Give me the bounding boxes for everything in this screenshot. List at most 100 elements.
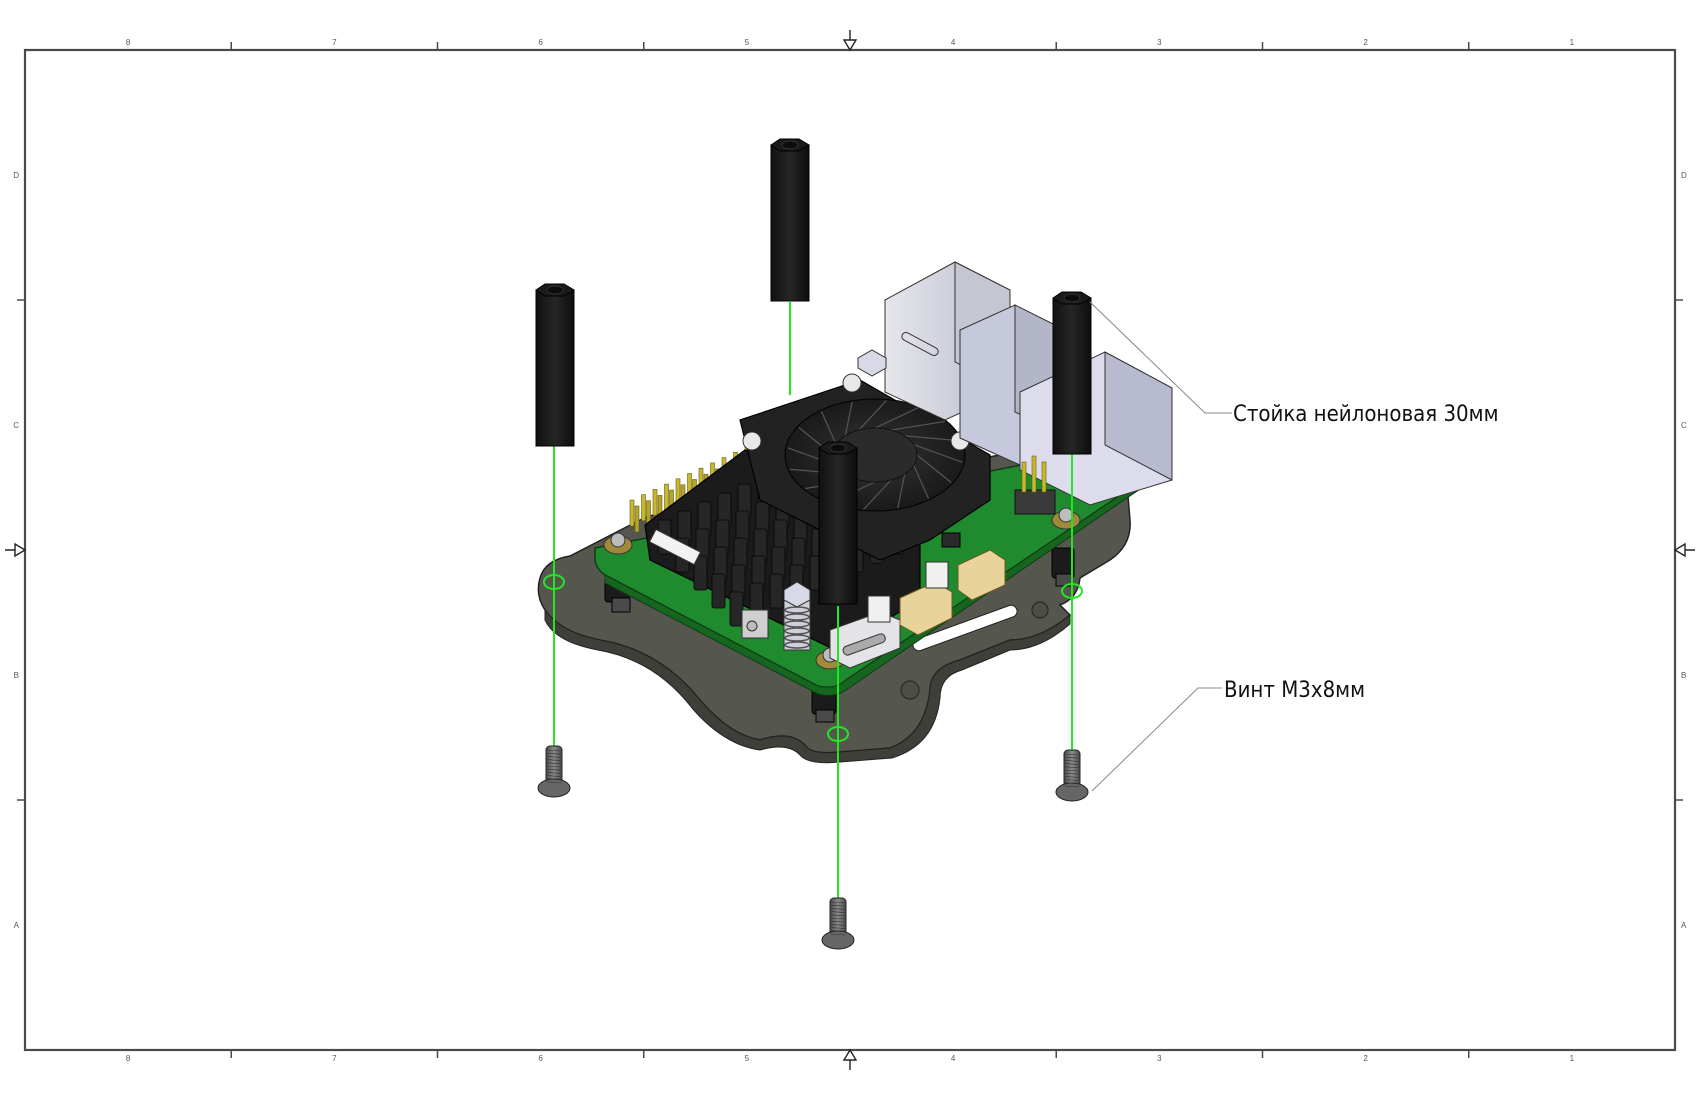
fan-blade: [844, 401, 853, 437]
thread-line: [546, 781, 562, 784]
thread-line: [1064, 756, 1080, 759]
fan-blade: [913, 444, 963, 463]
leader-standoff: [1089, 301, 1232, 414]
row-zone-label-left: D: [13, 171, 19, 180]
row-zone-label-left: A: [14, 921, 20, 930]
heatsink-fin: [693, 555, 708, 591]
thread-line: [1064, 772, 1080, 775]
fan-connector-2: [925, 561, 949, 589]
thread-line: [830, 920, 846, 923]
spring-coil: [784, 641, 810, 649]
heatsink-fin: [729, 591, 744, 627]
row-zone-ticks: [17, 299, 1683, 801]
fan-blade: [913, 465, 930, 499]
thread-line: [830, 933, 846, 936]
thread-line: [1064, 766, 1080, 769]
screw-right: [1055, 749, 1089, 802]
thread-line: [830, 911, 846, 913]
hex-bolt-rear: [857, 349, 887, 377]
column-zone-label-bottom: 8: [126, 1054, 131, 1063]
thread-line: [830, 927, 846, 929]
fan-blade: [897, 473, 906, 509]
fan-blade: [916, 454, 952, 483]
micro-hdmi-port-2: [957, 549, 1006, 601]
callout-standoff-label: Стойка нейлоновая 30мм: [1233, 402, 1499, 427]
center-mark-right: [1673, 542, 1695, 558]
fan-blade: [858, 400, 887, 431]
thread-line: [830, 914, 846, 917]
row-zone-label-left: B: [14, 671, 19, 680]
standoff-left: [535, 283, 575, 447]
gpio-pin: [629, 499, 635, 527]
fan-blade: [874, 406, 920, 429]
standoff-right: [1052, 291, 1092, 455]
column-zone-label-top: 4: [951, 38, 956, 47]
thread-line: [546, 772, 562, 774]
spring-coil: [784, 620, 810, 628]
thread-line: [830, 901, 846, 904]
thread-line: [546, 778, 562, 781]
spring-coil: [784, 627, 810, 635]
fan-blade: [820, 411, 837, 445]
column-zone-label-top: 2: [1363, 38, 1368, 47]
center-mark-bottom: [842, 1048, 858, 1070]
gpio-pin: [664, 483, 669, 511]
standoff-rear: [770, 138, 810, 302]
row-zone-labels: D D C C B B A A: [13, 171, 1687, 930]
thread-line: [546, 765, 562, 768]
thread-line: [1064, 785, 1080, 788]
row-zone-label-right: A: [1681, 921, 1687, 930]
assembly-lines: [543, 302, 1083, 900]
thread-line: [830, 904, 846, 907]
thread-line: [546, 762, 562, 765]
column-zone-label-top: 3: [1157, 38, 1162, 47]
standoff-front: [818, 441, 858, 605]
row-zone-label-left: C: [13, 421, 19, 430]
leader-screw: [1091, 687, 1222, 792]
hole-marker-left: [543, 574, 565, 590]
thread-line: [1064, 760, 1080, 762]
fan-blade: [890, 420, 945, 431]
center-mark-left: [5, 542, 27, 558]
thread-line: [830, 930, 846, 933]
column-zone-label-top: 5: [745, 38, 750, 47]
fan-cable-plug: [941, 532, 961, 548]
column-zone-label-bottom: 7: [332, 1054, 337, 1063]
column-zone-label-bottom: 5: [745, 1054, 750, 1063]
thread-line: [830, 924, 846, 926]
column-zone-label-top: 6: [538, 38, 543, 47]
gpio-pin: [634, 505, 640, 533]
row-zone-label-right: B: [1681, 671, 1686, 680]
fan-blade: [863, 479, 892, 510]
row-zone-label-right: D: [1681, 171, 1687, 180]
column-zone-label-top: 7: [332, 38, 337, 47]
thread-line: [546, 756, 562, 758]
spring-coil: [784, 613, 810, 621]
hole-marker-front: [827, 726, 849, 742]
push-button: [741, 609, 769, 639]
column-zone-label-bottom: 3: [1157, 1054, 1162, 1063]
thread-line: [546, 768, 562, 771]
row-zone-label-right: C: [1681, 421, 1687, 430]
fan-connector-1: [867, 595, 891, 623]
thread-line: [1064, 779, 1080, 781]
callout-screw-label: Винт М3х8мм: [1224, 678, 1365, 703]
column-zone-label-bottom: 4: [951, 1054, 956, 1063]
thread-line: [546, 775, 562, 777]
column-zone-label-top: 1: [1570, 38, 1575, 47]
column-zone-label-top: 8: [126, 38, 131, 47]
thread-line: [546, 759, 562, 761]
center-mark-top: [842, 30, 858, 52]
spring-bolt: [783, 581, 811, 651]
thread-line: [546, 752, 562, 755]
heatsink-fin: [769, 573, 784, 609]
column-zone-ticks: [230, 42, 1470, 1058]
thread-line: [1064, 782, 1080, 785]
gpio-pin: [641, 494, 646, 522]
thread-line: [1064, 776, 1080, 778]
thread-line: [830, 908, 846, 910]
small-pin-header: [1014, 455, 1056, 515]
thread-line: [1064, 769, 1080, 772]
